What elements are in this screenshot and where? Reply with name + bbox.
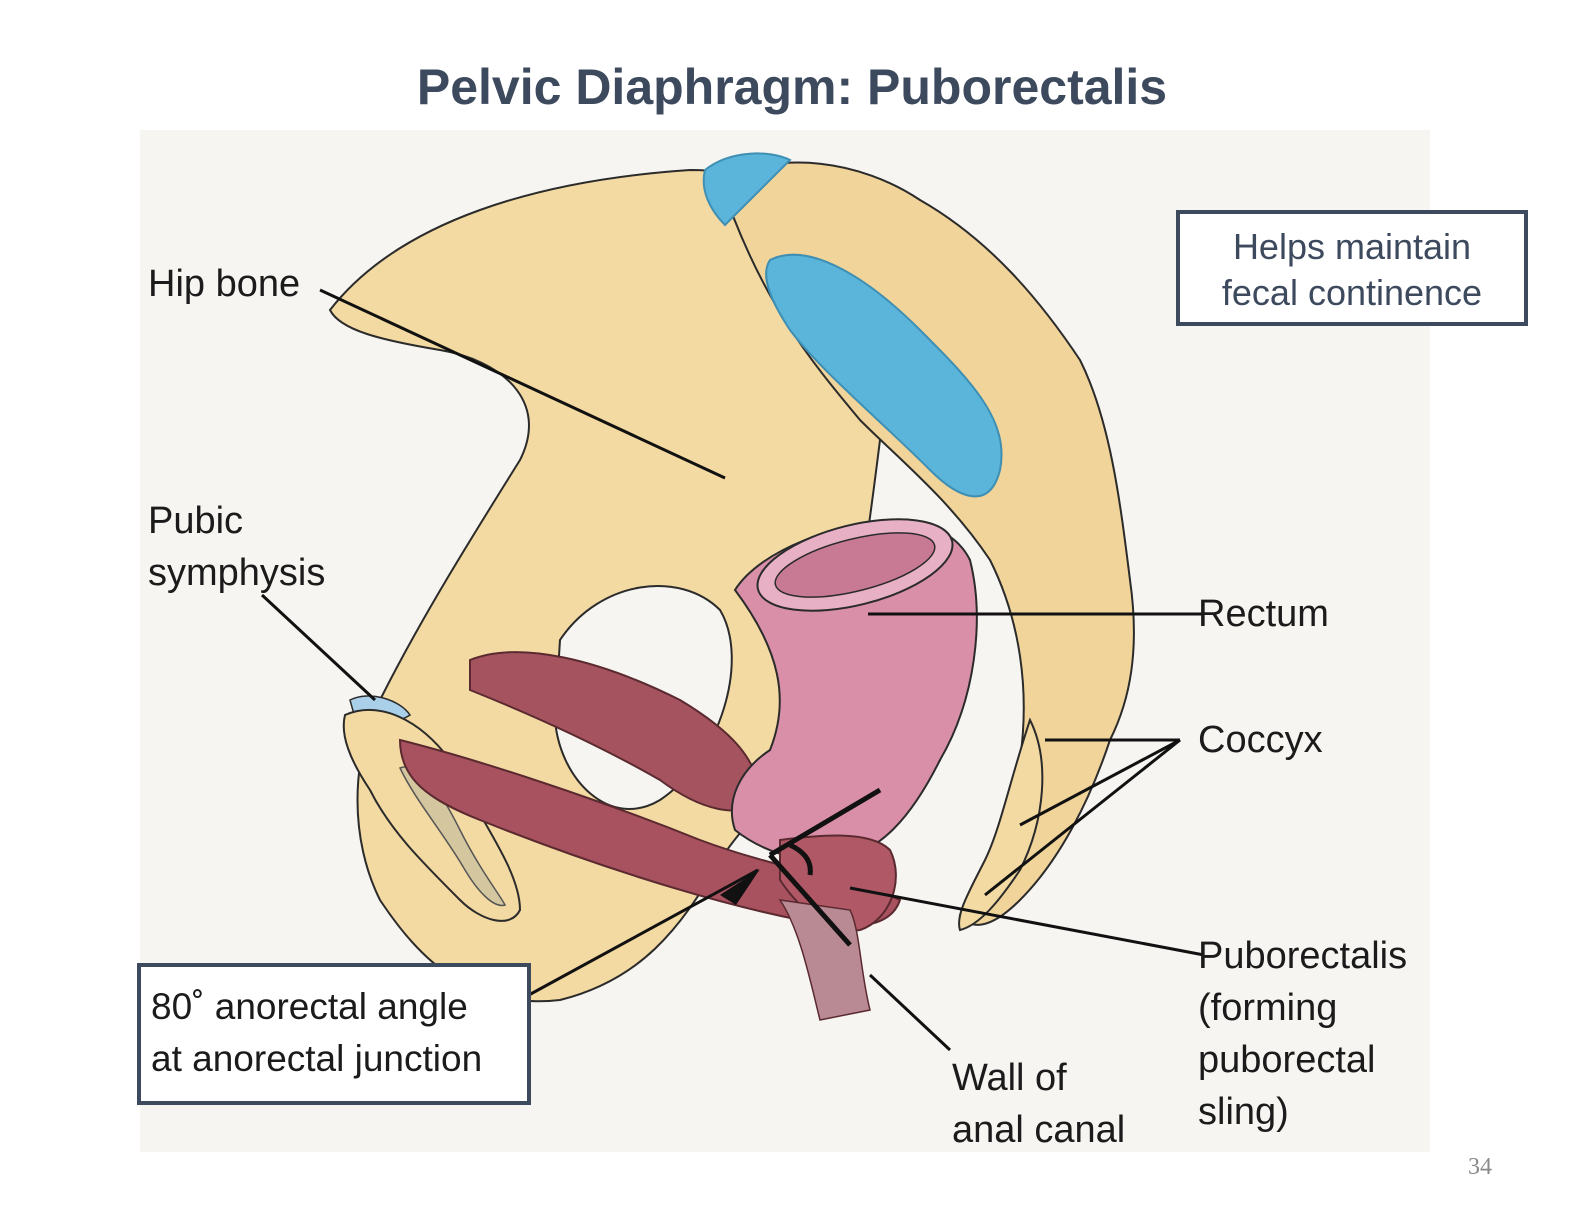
- label-coccyx: Coccyx: [1198, 719, 1323, 761]
- leader-anorectal-angle: [526, 868, 759, 998]
- leader-coccyx-b: [1019, 738, 1181, 827]
- angle-arrowhead: [720, 869, 760, 905]
- label-rectum: Rectum: [1198, 593, 1329, 635]
- vertebral-disc: [702, 152, 792, 227]
- coccyx-shape: [958, 717, 1044, 932]
- anorectal-angle-marker: [768, 787, 882, 947]
- anal-canal-shape: [778, 899, 871, 1021]
- label-puborectalis: Puborectalis (forming puborectal sling): [1198, 935, 1408, 1133]
- label-hip-bone: Hip bone: [148, 263, 301, 305]
- label-wall-of-anal-canal: Wall of anal canal: [952, 1057, 1126, 1151]
- leader-pubic-symphysis: [260, 593, 377, 702]
- label-pubic-symphysis: Pubic symphysis: [148, 500, 326, 594]
- leader-hip-bone: [319, 288, 726, 480]
- rectum-lumen: [774, 532, 936, 598]
- page-number: 34: [1468, 1154, 1492, 1180]
- slide-title: Pelvic Diaphragm: Puborectalis: [416, 59, 1168, 115]
- callout-anorectal-angle: 80˚ anorectal angle at anorectal junctio…: [137, 963, 531, 1105]
- note-fecal-continence: Helps maintain fecal continence: [1176, 210, 1528, 326]
- leader-lines: [260, 288, 1205, 1052]
- leader-puborectalis: [849, 886, 1205, 957]
- leader-wall-anal-canal: [868, 973, 952, 1052]
- sacroiliac-cartilage: [765, 253, 1003, 498]
- leader-coccyx-c: [984, 738, 1181, 897]
